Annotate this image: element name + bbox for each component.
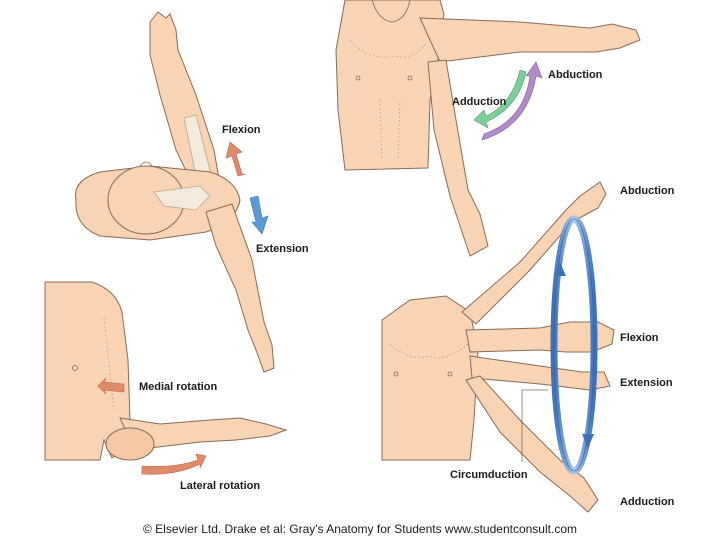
extension-arrow xyxy=(249,195,269,235)
torso-front xyxy=(335,0,445,171)
label-extension-bottom: Extension xyxy=(620,377,673,389)
panel-circumduction: Abduction Flexion Extension Circumductio… xyxy=(381,181,675,513)
extended-arm xyxy=(205,203,275,373)
label-flexion: Flexion xyxy=(222,124,261,136)
rotation-upper-arm xyxy=(44,281,143,461)
ring-outline xyxy=(553,218,595,472)
rotation-nipple xyxy=(72,365,78,371)
ring-arrow-up xyxy=(554,262,566,276)
label-circumduction: Circumduction xyxy=(450,469,528,481)
circ-left-nipple xyxy=(393,371,399,377)
circ-right-nipple xyxy=(447,371,453,377)
medial-rotation-arrow xyxy=(97,377,125,395)
circ-arm-flexion xyxy=(465,321,615,353)
lateral-rotation-arrow xyxy=(141,453,207,475)
right-nipple xyxy=(407,75,413,81)
rotation-fist xyxy=(105,427,155,461)
label-lateral-rotation: Lateral rotation xyxy=(180,480,260,492)
panel-flexion-extension: Flexion Extension xyxy=(75,11,309,373)
label-adduction-bottom: Adduction xyxy=(620,496,675,508)
label-adduction-top: Adduction xyxy=(452,96,507,108)
nose-outline xyxy=(139,161,153,167)
panel-abduction-adduction: Abduction Adduction xyxy=(335,0,641,257)
ring-arrow-down xyxy=(582,434,594,448)
circ-arm-extension xyxy=(469,355,611,391)
copyright-text: © Elsevier Ltd. Drake et al: Gray's Anat… xyxy=(143,522,577,536)
abduction-arrow xyxy=(481,61,543,141)
circumduction-leader xyxy=(521,389,548,462)
flexion-arrow xyxy=(225,141,247,177)
neck-outline xyxy=(371,0,411,23)
abducted-arm xyxy=(419,17,641,63)
adduction-arrow xyxy=(473,69,527,129)
label-abduction-bottom: Abduction xyxy=(620,185,675,197)
circumduction-torso xyxy=(381,295,479,461)
scapula-bone xyxy=(153,185,211,211)
left-nipple xyxy=(355,75,361,81)
circ-arm-adduction xyxy=(465,375,599,513)
label-medial-rotation: Medial rotation xyxy=(139,381,218,393)
upper-arm-axis xyxy=(103,317,115,411)
adducted-arm xyxy=(427,59,489,257)
panel-rotation: Medial rotation Lateral rotation xyxy=(44,281,288,492)
label-extension: Extension xyxy=(256,243,309,255)
label-flexion-bottom: Flexion xyxy=(620,332,659,344)
label-abduction-top: Abduction xyxy=(548,69,603,81)
